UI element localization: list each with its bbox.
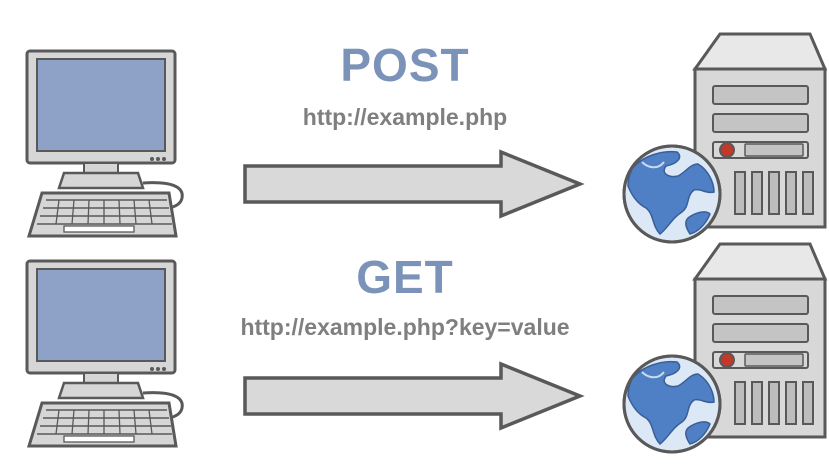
client-computer-get (25, 259, 184, 448)
request-arrow-get (243, 362, 582, 430)
client-computer-post (25, 49, 184, 238)
url-label-post: http://example.php (302, 104, 508, 130)
method-label-get: GET (356, 251, 454, 303)
globe-icon-get (622, 354, 722, 454)
request-arrow-post (243, 150, 582, 218)
globe-icon-post (622, 144, 722, 244)
url-label-get: http://example.php?key=value (240, 314, 570, 340)
method-label-post: POST (340, 39, 470, 91)
